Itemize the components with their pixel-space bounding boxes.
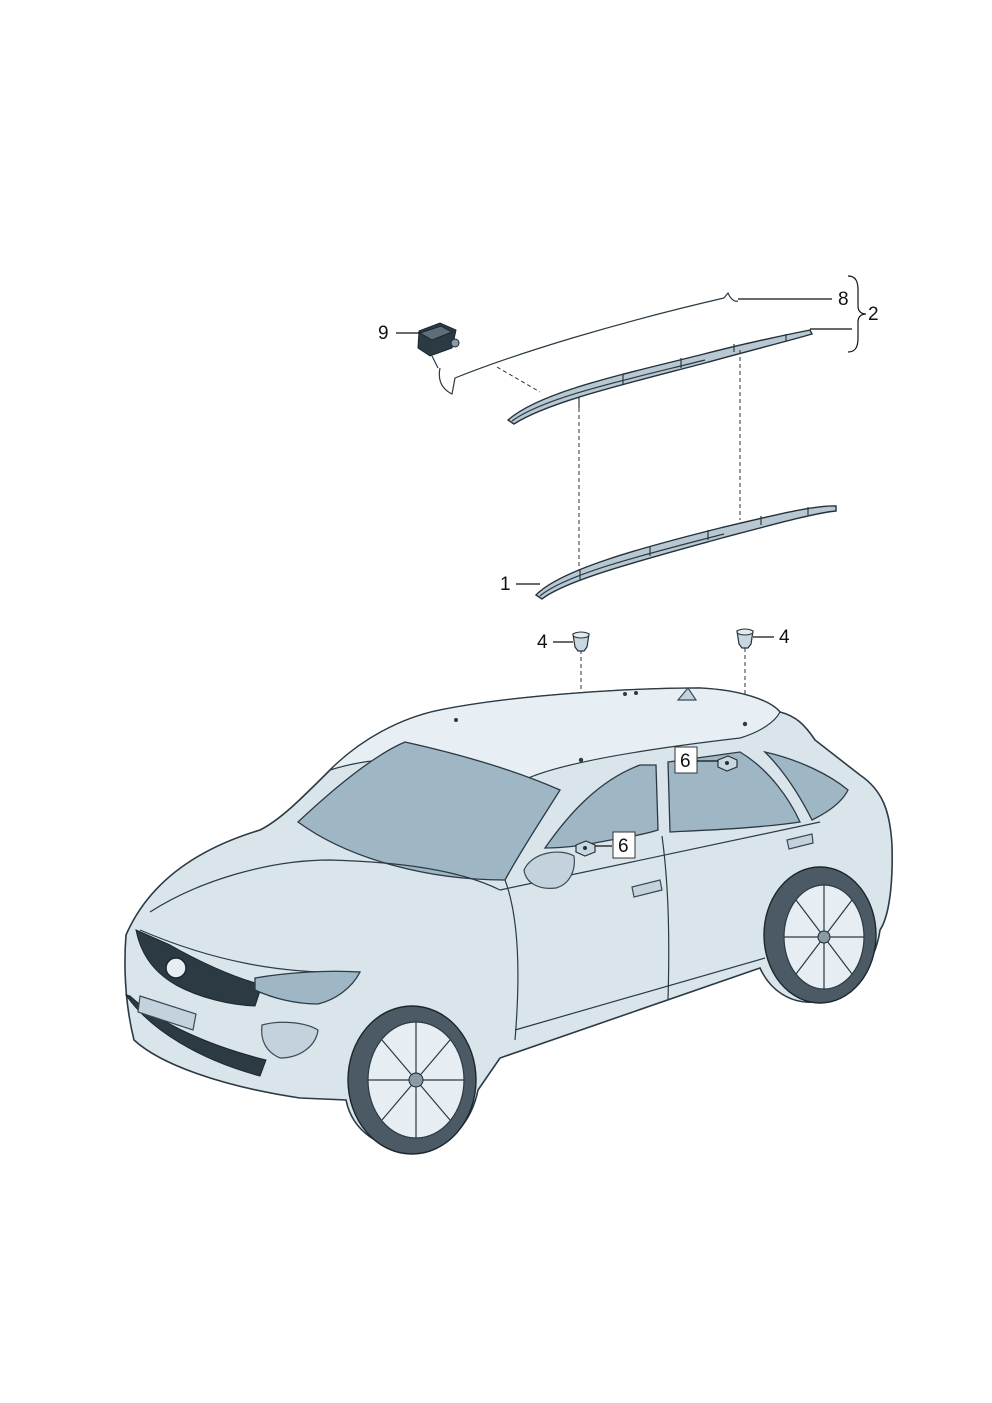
callout-2: 2 [868,304,879,325]
upper-roof-rail-icon [506,329,813,425]
windshield-icon [296,741,561,881]
vehicle-illustration [124,686,893,1155]
callout-9: 9 [378,323,389,344]
nut-rear-icon [717,755,738,772]
side-mirror-icon [523,851,575,889]
callout-1: 1 [500,574,511,595]
callout-6-front-box [612,831,636,859]
rear-wheel-icon [763,866,877,1004]
callout-4-left: 4 [537,632,548,653]
front-grille-icon [135,929,263,1007]
retaining-clip-left-icon [572,631,590,652]
rear-side-window-icon [667,751,801,833]
front-wheel-icon [347,1005,477,1155]
callout-8: 8 [838,289,849,310]
nut-front-icon [575,840,596,857]
connector-module-icon [417,322,460,369]
quarter-window-icon [762,750,849,821]
callout-6-rear: 6 [680,751,691,772]
callout-6-front: 6 [618,836,629,857]
brand-badge-icon [165,957,187,979]
callout-6-rear-box [674,746,698,774]
callout-4-right: 4 [779,627,790,648]
lower-roof-rail-icon [534,505,837,600]
retaining-clip-right-icon [736,628,754,649]
headlight-icon [254,970,362,1005]
antenna-cable-icon [438,291,739,395]
roof-antenna-icon [676,686,698,701]
assembly-brace [847,275,867,353]
